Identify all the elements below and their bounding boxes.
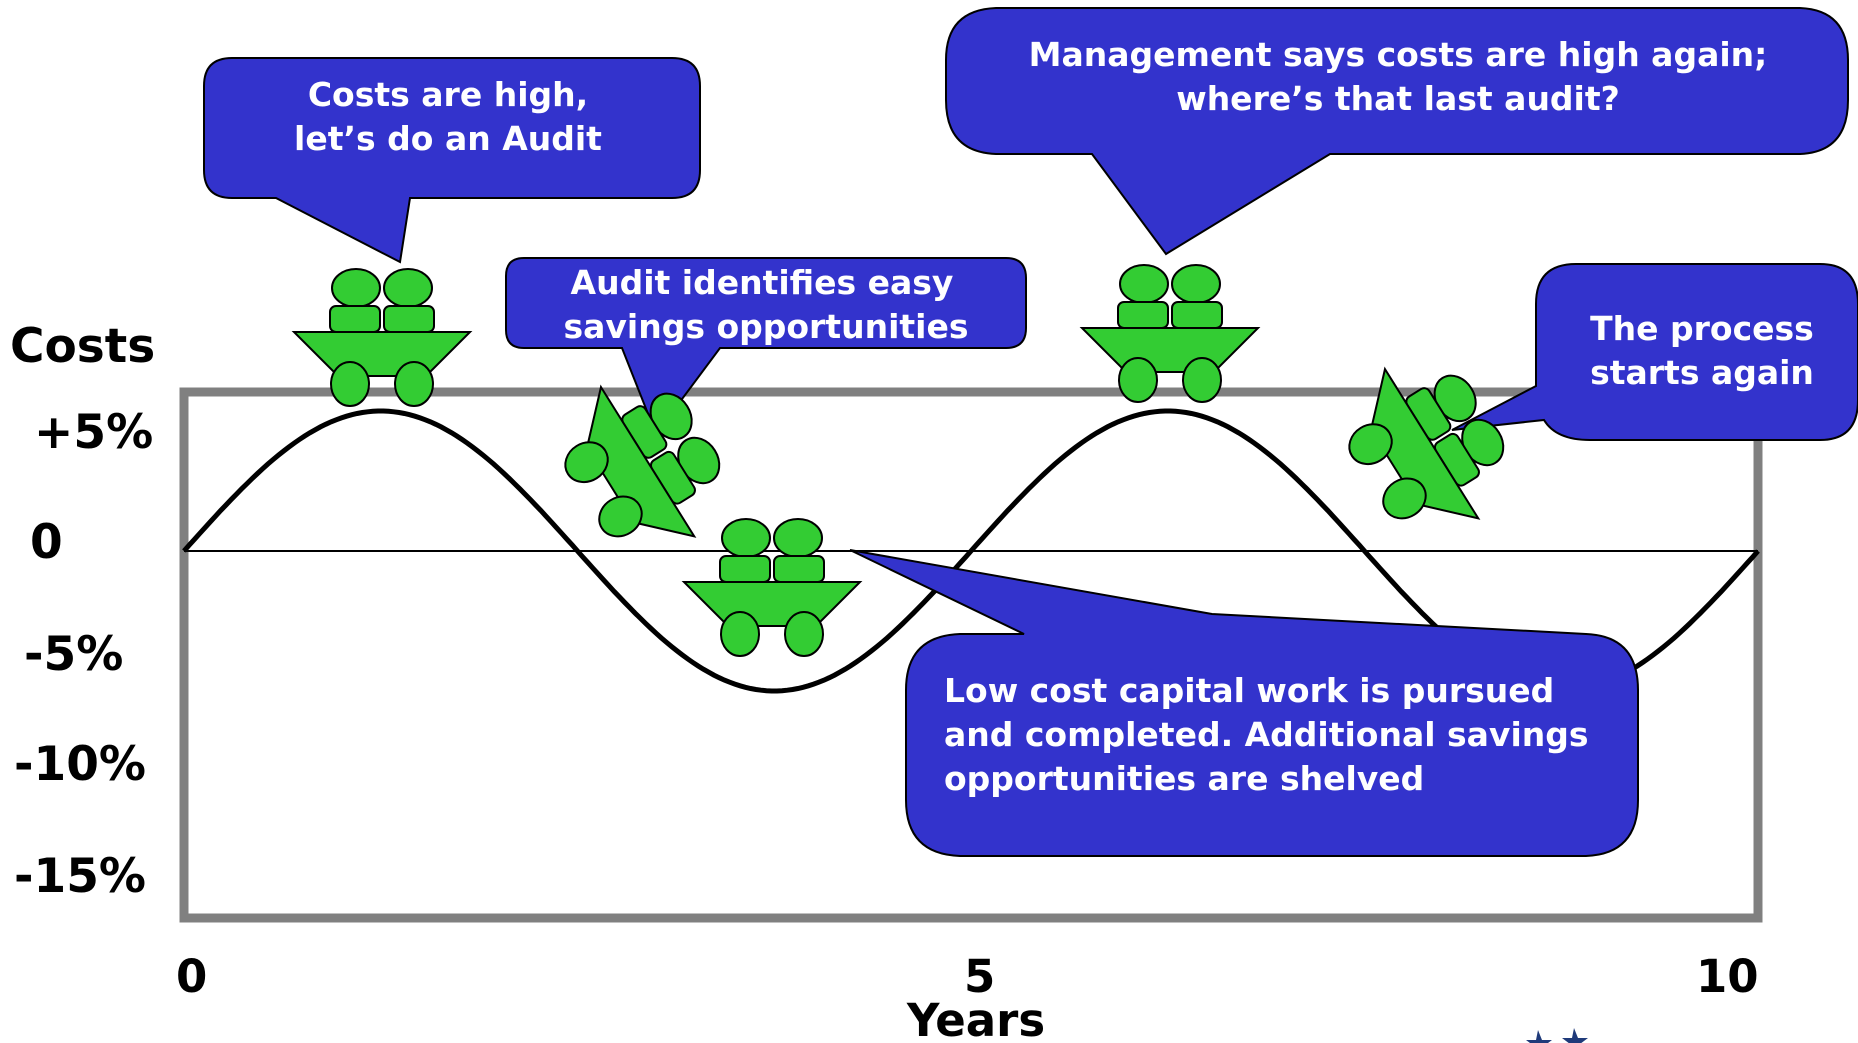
y-tick-label: -10%	[14, 737, 146, 792]
callout-identify: Audit identifies easy savings opportunit…	[505, 257, 1027, 437]
x-tick-label: 5	[964, 950, 995, 1003]
y-axis-title: Costs	[10, 319, 155, 374]
callout-management-line-2: where’s that last audit?	[1176, 79, 1620, 118]
y-tick-label: -5%	[24, 627, 123, 682]
callout-shelved: Low cost capital work is pursued and com…	[849, 549, 1639, 857]
cart-descending-2	[1321, 334, 1533, 559]
callout-restart-line-1: The process	[1590, 309, 1814, 348]
x-tick-label: 0	[176, 950, 207, 1003]
callout-shelved-line-1: Low cost capital work is pursued	[944, 671, 1554, 710]
callout-identify-line-1: Audit identifies easy	[571, 263, 954, 302]
cart-peak-2	[1081, 264, 1259, 403]
y-tick-label: 0	[30, 515, 63, 570]
x-tick-label: 10	[1696, 950, 1759, 1003]
callout-restart: The process starts again	[1451, 263, 1858, 441]
callout-management: Management says costs are high again; wh…	[945, 7, 1849, 256]
logo-stars	[1526, 1028, 1588, 1043]
cart-peak-1	[293, 268, 471, 407]
callout-management-line-1: Management says costs are high again;	[1029, 35, 1768, 74]
callout-identify-line-2: savings opportunities	[563, 307, 968, 346]
callout-audit-line-1: Costs are high,	[308, 75, 588, 114]
y-tick-label: +5%	[34, 405, 153, 460]
callout-audit: Costs are high, let’s do an Audit	[203, 57, 701, 264]
callout-shelved-line-2: and completed. Additional savings	[944, 715, 1589, 754]
callout-shelved-line-3: opportunities are shelved	[944, 759, 1424, 798]
callout-audit-line-2: let’s do an Audit	[294, 119, 602, 158]
cart-trough	[683, 518, 861, 657]
plot-frame	[179, 387, 1763, 923]
x-axis-title: Years	[906, 994, 1045, 1043]
y-tick-label: -15%	[14, 849, 146, 904]
callout-restart-line-2: starts again	[1590, 353, 1814, 392]
